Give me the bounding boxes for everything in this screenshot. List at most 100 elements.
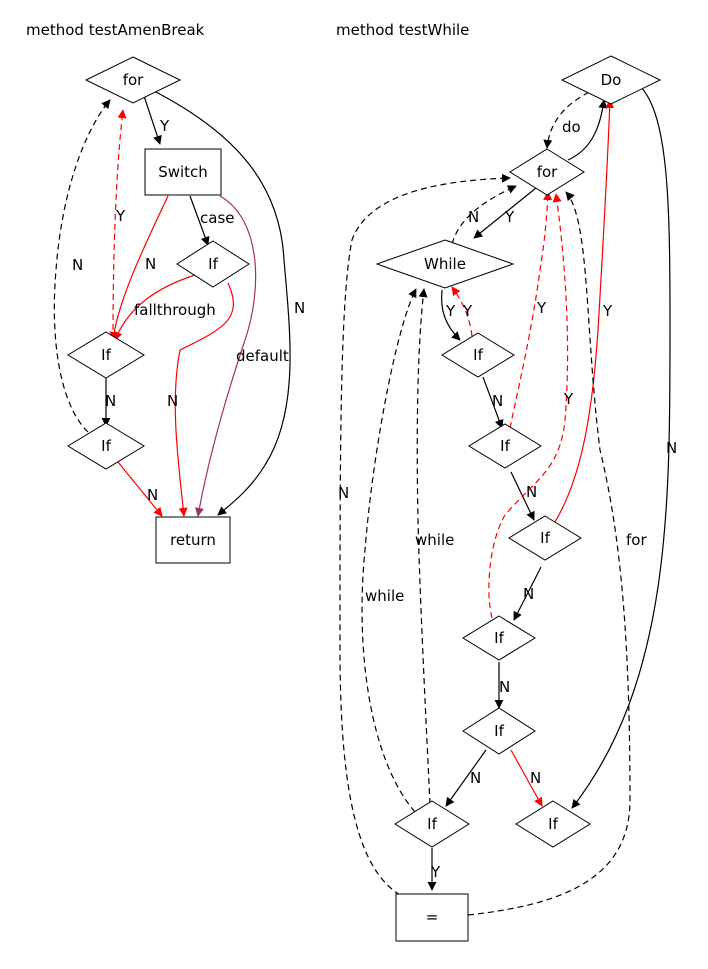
edge-label: N <box>523 585 534 603</box>
node-label: If <box>540 529 550 547</box>
edge-label: N <box>147 486 158 504</box>
edge-if-case-if-a: fallthrough <box>113 274 216 341</box>
node-if6: If <box>394 800 470 848</box>
edge-do-for: do <box>543 87 599 149</box>
node-label: Do <box>601 71 622 89</box>
node-if7: If <box>515 800 591 848</box>
node-while: While <box>375 239 515 289</box>
edge-if5-if7: N <box>510 749 543 807</box>
edge-while-for: N <box>451 185 517 245</box>
edge-if1-if2: N <box>482 376 504 429</box>
edge-label: Y <box>430 863 441 881</box>
node-label: Switch <box>158 163 208 181</box>
edge-label: N <box>470 769 481 787</box>
edge-label: N <box>338 484 349 502</box>
edge-while-if1: Y <box>440 289 461 341</box>
node-label: = <box>426 908 439 926</box>
edge-label: Y <box>504 208 515 226</box>
node-for: for <box>509 148 585 196</box>
edge-if-b-for: N <box>53 99 111 433</box>
node-assign: = <box>395 893 469 942</box>
edge-if6-while-b: while <box>361 288 417 813</box>
node-label: If <box>500 437 510 455</box>
node-if3: If <box>508 515 582 561</box>
node-if4: If <box>462 615 536 661</box>
graph-title-test-amen-break: method testAmenBreak <box>26 21 205 39</box>
edge-label: Y <box>462 302 473 320</box>
node-return: return <box>155 516 231 564</box>
edge-if3-if4: N <box>513 566 542 621</box>
edge-if5-if6: N <box>445 749 487 807</box>
node-switch: Switch <box>144 148 222 196</box>
node-label: If <box>101 346 111 364</box>
edge-label: N <box>530 769 541 787</box>
edge-label: Y <box>445 302 456 320</box>
edge-label: fallthrough <box>134 301 216 319</box>
edge-label: default <box>236 347 289 365</box>
edge-label: N <box>468 208 479 226</box>
edge-if1-while: Y <box>451 286 473 337</box>
edge-label: N <box>167 392 178 410</box>
node-label: return <box>170 531 216 549</box>
edge-switch-return: default <box>194 195 289 517</box>
node-if-case: If <box>176 240 250 288</box>
node-if1: If <box>441 332 515 378</box>
node-label: If <box>548 815 558 833</box>
node-label: If <box>208 255 218 273</box>
edge-for-switch: Y <box>143 95 170 145</box>
edge-assign-for-n: N <box>338 173 511 896</box>
edge-label: N <box>294 299 305 317</box>
edge-for-do <box>567 99 608 161</box>
edge-if-case-return: N <box>167 282 234 517</box>
edge-assign-for: for <box>467 191 647 916</box>
edge-if-a-for: Y <box>112 109 127 341</box>
edge-if6-assign: Y <box>427 848 441 891</box>
edge-if-b-return: N <box>117 461 163 517</box>
node-if5: If <box>462 707 536 755</box>
node-for: for <box>84 56 182 104</box>
edge-label: N <box>72 256 83 274</box>
edge-if2-for: Y <box>509 191 553 429</box>
edge-label: N <box>145 255 156 273</box>
node-label: If <box>427 815 437 833</box>
node-if-a: If <box>67 331 145 379</box>
edge-label: Y <box>536 299 547 317</box>
edge-label: while <box>415 531 454 549</box>
edge-if6-while-a: while <box>415 288 454 805</box>
edge-if2-if3: N <box>510 471 537 521</box>
edge-label: while <box>365 587 404 605</box>
node-label: for <box>537 163 558 181</box>
edge-if3-do: Y <box>554 99 615 523</box>
edge-label: Y <box>115 207 126 225</box>
node-label: If <box>494 629 504 647</box>
edge-if4-for: Y <box>488 193 574 619</box>
edge-label: N <box>526 483 537 501</box>
node-if2: If <box>468 423 542 469</box>
edge-label: N <box>666 439 677 457</box>
edge-switch-if-a: N <box>109 195 169 341</box>
graph-test-while: do N Y N Y Y N Y <box>338 55 677 942</box>
edge-do-if7: N <box>571 85 677 809</box>
edge-label: for <box>626 531 647 549</box>
node-label: If <box>101 437 111 455</box>
edge-switch-if-case: case <box>189 195 234 246</box>
edge-label: Y <box>563 390 574 408</box>
node-label: If <box>494 722 504 740</box>
edge-label: do <box>562 118 581 136</box>
edge-for-return: N <box>151 89 305 516</box>
edge-label: N <box>105 392 116 410</box>
node-label: While <box>424 255 466 273</box>
graph-title-test-while: method testWhile <box>336 21 469 39</box>
graph-test-amen-break: Y N case N default fallthrough N Y <box>53 56 305 564</box>
edge-label: N <box>492 392 503 410</box>
node-label: for <box>123 71 144 89</box>
edge-label: Y <box>602 302 613 320</box>
node-label: If <box>473 346 483 364</box>
edge-for-while: Y <box>473 187 537 239</box>
node-do: Do <box>560 55 662 105</box>
node-if-b: If <box>67 422 145 470</box>
edge-label: N <box>499 678 510 696</box>
edge-if4-if5: N <box>494 662 510 709</box>
edge-label: case <box>200 209 234 227</box>
